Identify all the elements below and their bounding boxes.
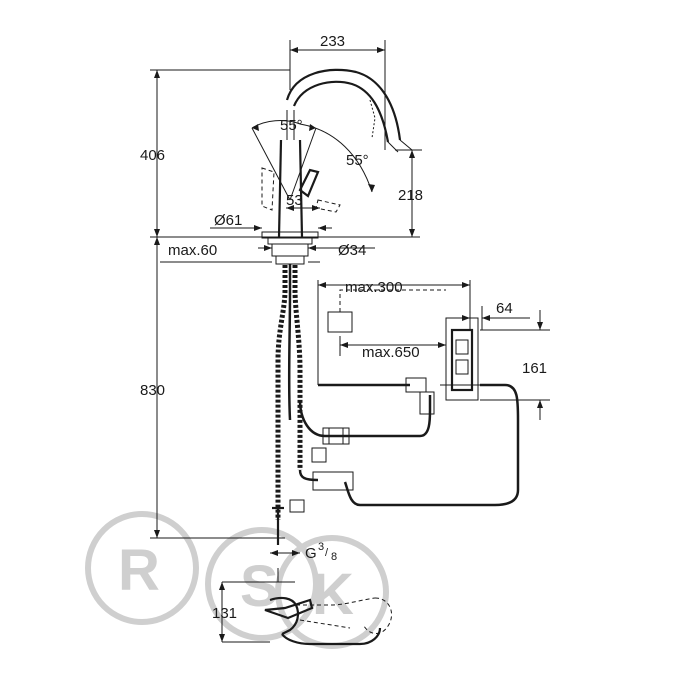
label-thread-g: G (305, 545, 317, 562)
label-161: 161 (522, 360, 547, 377)
watermark-circle-3 (275, 535, 389, 649)
label-diameter-61: Ø61 (214, 212, 242, 229)
label-angle-left: 55° (280, 117, 303, 134)
label-233: 233 (320, 33, 345, 50)
label-53: 53 (286, 192, 303, 209)
dim-hose-length: 830 (140, 237, 285, 539)
watermark: R S K (85, 511, 389, 649)
dim-thread: G 3 / 8 (270, 541, 337, 563)
dim-lever-angles: 55° 55° (251, 117, 375, 201)
label-64: 64 (496, 300, 513, 317)
dim-base-diameter: Ø61 (210, 212, 332, 231)
label-max-300: max.300 (345, 279, 403, 296)
svg-text:/: / (325, 547, 329, 559)
faucet-body (261, 110, 341, 265)
label-max-650: max.650 (362, 344, 420, 361)
label-max-60: max.60 (168, 242, 217, 259)
label-218: 218 (398, 187, 423, 204)
label-thread-den: 8 (331, 551, 337, 563)
dim-spout-height: 218 (395, 149, 423, 237)
dim-box-height: 161 (480, 310, 550, 420)
dim-max-650: max.650 (339, 336, 446, 361)
inline-fittings (289, 377, 435, 513)
label-angle-right: 55° (346, 152, 369, 169)
watermark-letter-k: K (312, 562, 354, 627)
label-thread-num: 3 (318, 541, 324, 553)
faucet-spout (285, 68, 413, 153)
label-406: 406 (140, 147, 165, 164)
label-830: 830 (140, 382, 165, 399)
dim-box-width: 64 (448, 300, 530, 330)
deck-line (150, 236, 420, 263)
watermark-circle-1 (85, 511, 199, 625)
label-diameter-34: Ø34 (338, 242, 366, 259)
watermark-letter-r: R (118, 538, 160, 603)
label-131: 131 (212, 605, 237, 622)
supply-hoses (272, 264, 520, 545)
dim-total-height: 406 (140, 69, 290, 237)
dim-deck-thickness: max.60 (168, 242, 217, 259)
dim-hole-diameter: Ø34 (258, 242, 375, 259)
dim-lever-offset: 53 (286, 192, 320, 211)
watermark-circle-2 (205, 527, 319, 641)
watermark-letter-s: S (240, 554, 279, 619)
faucet-top-view: 131 (212, 568, 392, 646)
